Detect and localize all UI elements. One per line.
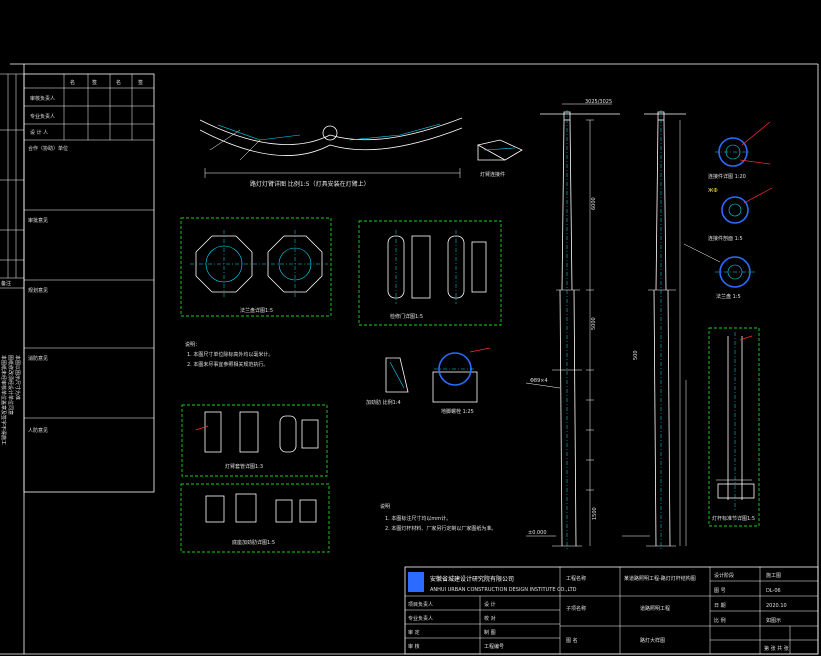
section-label-2: 审批意见 — [28, 217, 48, 224]
tb-row-left-4: 审 核 — [408, 643, 420, 650]
side-note-3: 本图以图示尺寸为准 — [14, 355, 21, 400]
circle-caption-2: 连接件剖面 1:5 — [708, 235, 743, 242]
section-label-4: 消防意见 — [28, 355, 48, 362]
company-name: 安徽省城建设计研究院有限公司 — [430, 575, 514, 583]
circle-caption-3: 法兰盘 1:5 — [716, 293, 741, 300]
tb-stage: 施工图 — [766, 572, 781, 579]
pole-top-dim: 3025/3025 — [585, 99, 612, 105]
main-notes: 说明 1. 本图标注尺寸均以mm计。 2. 本图灯杆材料、厂家另行定制以厂家图纸… — [380, 503, 496, 532]
right-detail-caption: 灯杆标准节详图1:5 — [712, 515, 755, 522]
tb-project-label: 工程名称 — [566, 575, 586, 582]
pole-flange-dim: Φ89×4 — [530, 378, 548, 384]
main-notes-title: 说明 — [380, 503, 390, 510]
tb-row-mid-3: 制 图 — [484, 629, 496, 636]
tb-row-left-1: 项目负责人 — [408, 601, 433, 608]
side-note-2: 图纸修改须经设计单位同意 — [7, 355, 14, 415]
anchor-bolt-detail: 地脚螺栓 1:25 — [432, 347, 491, 415]
tb-no-label: 图 号 — [714, 588, 726, 594]
circle-detail-2: ЖФ 连接件剖面 1:5 — [708, 187, 773, 242]
tb-row-mid-1: 设 计 — [484, 601, 496, 608]
door-caption: 检修门详图1:5 — [390, 313, 423, 320]
base-rib-detail-box: 底座加劲肋详图1:5 — [180, 483, 330, 553]
small-caption-2: 地脚螺栓 1:25 — [441, 408, 474, 415]
notes-line-1: 1. 本图尺寸单位除标高外均以毫米计。 — [187, 351, 273, 358]
section-label-1: 合作（协助）单位 — [28, 145, 68, 152]
circle-detail-3: 法兰盘 1:5 — [683, 243, 755, 300]
right-section-detail-box: 灯杆标准节详图1:5 — [708, 327, 760, 527]
tb-sheet: 第 张 共 张 — [764, 645, 789, 652]
tb-row-left-3: 审 定 — [408, 629, 420, 636]
bracket-caption: 灯臂连接件 — [480, 171, 505, 178]
bracket-detail: 灯臂连接件 — [476, 139, 523, 178]
circle-caption-1: 连接件详图 1:20 — [708, 173, 746, 180]
tb-no: DL-06 — [766, 588, 781, 594]
tb-sub-label: 子项名称 — [566, 605, 586, 612]
flange-caption: 法兰盘详图1:5 — [240, 307, 273, 314]
light-pole-elevation-2: 500 — [622, 110, 687, 550]
tb-date-label: 日 期 — [714, 603, 726, 609]
row-label-2: 专业负责人 — [30, 113, 55, 120]
circle-detail-1: 连接件详图 1:20 — [708, 121, 771, 180]
left-signature-panel: 名 签 名 签 审核负责人 专业负责人 设 计 人 合作（协助）单位 审批意见 … — [0, 73, 155, 493]
tb-drawing: 路灯大样图 — [640, 637, 665, 644]
tb-row-left-2: 专业负责人 — [408, 615, 433, 622]
light-pole-elevation-1: 3025/3025 6000 5000 1500 Φ89×4 ±0.000 — [525, 99, 620, 550]
tb-row-mid-4: 工程编号 — [484, 643, 504, 650]
row-label-3: 设 计 人 — [30, 129, 48, 136]
title-block: 安徽省城建设计研究院有限公司 ANHUI URBAN CONSTRUCTION … — [404, 566, 819, 655]
header-col-1: 名 — [70, 79, 75, 86]
section-label-3: 规划意见 — [28, 287, 48, 294]
pole-mid-dim: 6000 — [591, 197, 597, 210]
sleeve-detail-box: 灯臂套管详图1:3 — [181, 404, 328, 477]
tb-drawing-label: 图 名 — [566, 637, 578, 644]
pole2-seg-dim: 500 — [633, 350, 639, 360]
header-col-4: 签 — [138, 79, 143, 86]
notes-title: 说明： — [185, 341, 200, 348]
tb-scale: 如图示 — [766, 617, 781, 624]
door-detail-box: 检修门详图1:5 — [358, 220, 502, 326]
notes-line-2: 2. 本图未尽事宜参照相关规范执行。 — [187, 361, 268, 368]
general-notes: 说明： 1. 本图尺寸单位除标高外均以毫米计。 2. 本图未尽事宜参照相关规范执… — [185, 341, 273, 368]
tb-row-mid-2: 校 对 — [484, 615, 496, 622]
tb-sub: 道路照明工程 — [640, 605, 670, 612]
company-name-en: ANHUI URBAN CONSTRUCTION DESIGN INSTITUT… — [430, 587, 577, 593]
main-notes-line-1: 1. 本图标注尺寸均以mm计。 — [385, 515, 451, 522]
circle-2-note: ЖФ — [708, 188, 718, 194]
header-col-3: 名 — [116, 79, 121, 86]
header-col-2: 签 — [92, 79, 97, 86]
arm-caption: 路灯灯臂详图 比例1:5（灯具安装在灯臂上） — [250, 180, 370, 188]
side-note-1: 本图纸未经审核单位盖章及签字不得施工 — [0, 355, 7, 445]
detail-caption-3: 灯臂套管详图1:3 — [225, 463, 263, 470]
pole-low-dim: 5000 — [591, 317, 597, 330]
tb-stage-label: 设计阶段 — [714, 572, 734, 579]
small-caption-1: 加劲肋 比例1:4 — [366, 399, 401, 406]
row-label-1: 审核负责人 — [30, 95, 55, 102]
company-logo — [408, 572, 424, 592]
tb-scale-label: 比 例 — [714, 617, 726, 624]
pole-ground-dim: ±0.000 — [528, 530, 547, 536]
side-note-title: 备注 — [1, 280, 11, 287]
main-notes-line-2: 2. 本图灯杆材料、厂家另行定制以厂家图纸为准。 — [385, 525, 496, 532]
section-label-5: 人防意见 — [28, 427, 48, 434]
lamp-arm-detail: 路灯灯臂详图 比例1:5（灯具安装在灯臂上） — [199, 117, 463, 188]
stiffener-detail: 加劲肋 比例1:4 — [366, 357, 409, 406]
pole-base-dim: 1500 — [592, 507, 598, 520]
detail-caption-4: 底座加劲肋详图1:5 — [232, 539, 275, 546]
flange-detail-box: 法兰盘详图1:5 — [180, 217, 332, 317]
tb-project: 某道路照明工程-路灯灯杆结构图 — [624, 575, 696, 582]
tb-date: 2020.10 — [766, 603, 787, 609]
sheet-frame — [0, 63, 819, 655]
